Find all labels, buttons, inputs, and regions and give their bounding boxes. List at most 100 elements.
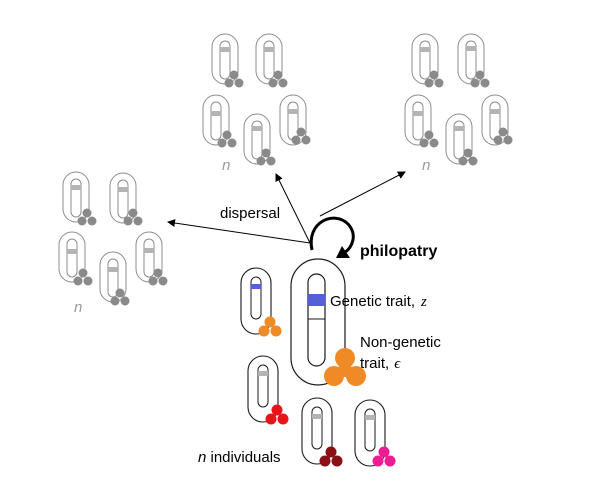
individual (58, 231, 93, 286)
individual-outline (109, 172, 137, 224)
philopatry-loop (309, 216, 355, 255)
chromosome (70, 178, 82, 218)
individual (135, 231, 168, 286)
chromosome (419, 40, 431, 80)
chromosome-band (144, 248, 154, 253)
chromosome-band (67, 249, 77, 254)
individual-outline (354, 399, 386, 467)
individual (243, 113, 276, 166)
nongenetic-trait-blob (324, 348, 366, 386)
chromosome-band (490, 109, 500, 114)
chromosome-band (466, 46, 476, 51)
genetic-trait-symbol: z (420, 294, 427, 310)
individual-outline (58, 231, 86, 283)
trait-blob (265, 404, 289, 425)
trait-blob (148, 268, 168, 286)
trait-blob (319, 446, 343, 467)
individual (481, 94, 513, 146)
individual-outline (202, 94, 230, 146)
individual (109, 172, 143, 226)
n-individuals-label: n individuals (198, 449, 281, 466)
arrow-to-left-patch (167, 219, 311, 244)
chromosome (210, 101, 222, 141)
patch-right: n (404, 33, 513, 174)
patch-n-label: n (222, 157, 230, 174)
individual (62, 171, 97, 226)
chromosome (412, 101, 424, 141)
genetic-trait-label: Genetic trait,z (330, 293, 427, 310)
chromosome (307, 273, 326, 367)
dispersal-arrows (167, 171, 406, 244)
trait-blob (77, 208, 97, 226)
trait-blob (73, 268, 93, 286)
patch-left: n (58, 171, 168, 316)
individual (354, 399, 396, 467)
chromosome (287, 101, 299, 141)
individual-outline (481, 94, 509, 146)
individual (301, 397, 343, 467)
chromosome (250, 276, 262, 320)
chromosome-band (420, 47, 430, 52)
individual (411, 33, 444, 88)
chromosome-band (258, 371, 268, 376)
chromosome-band (118, 187, 128, 192)
nongenetic-trait-label-line1: Non-genetic (360, 334, 441, 351)
trait-blob (256, 148, 276, 166)
trait-blob (123, 208, 143, 226)
chromosome-band (252, 126, 262, 131)
dispersal-label: dispersal (220, 205, 280, 222)
chromosome-band (454, 126, 464, 131)
individual (211, 33, 244, 88)
individual (457, 33, 490, 88)
patch-n-label: n (74, 299, 82, 316)
trait-blob (493, 127, 513, 145)
chromosome-band (220, 47, 230, 52)
chromosome-band (211, 111, 221, 116)
chromosome-band (312, 414, 322, 419)
chromosome-band (365, 415, 375, 420)
chromosome (219, 40, 231, 80)
trait-blob (217, 130, 237, 148)
individual (445, 113, 478, 166)
individual (247, 355, 289, 425)
chromosome-band (251, 284, 261, 289)
patch-focal: Genetic trait,z Non-genetic trait,ϵ (198, 258, 441, 467)
individual-outline (290, 258, 346, 386)
trait-blob (224, 70, 244, 88)
chromosome (311, 406, 323, 450)
genetic-trait-band (308, 294, 325, 306)
chromosome-band (264, 47, 274, 52)
individual (240, 267, 282, 337)
individual (99, 251, 130, 306)
chromosome (489, 101, 501, 141)
focal-individual (290, 258, 366, 386)
arrow-to-top-patch (275, 173, 311, 244)
individual (255, 33, 288, 88)
chromosome (143, 238, 155, 278)
chromosome (263, 40, 275, 80)
chromosome-band (71, 185, 81, 190)
individual-outline (404, 94, 432, 146)
patch-top: n (202, 33, 311, 174)
trait-blob (424, 70, 444, 88)
individual-outline (243, 113, 271, 165)
individual-outline (301, 397, 333, 465)
trait-blob (372, 446, 396, 467)
nongenetic-trait-label-line2: trait,ϵ (360, 355, 401, 372)
individual (202, 94, 237, 148)
individual (279, 94, 311, 146)
chromosome-band (108, 267, 118, 272)
trait-blob (458, 148, 478, 166)
chromosome (66, 238, 78, 278)
individual-outline (240, 267, 272, 335)
trait-blob (110, 288, 130, 306)
individual (404, 94, 439, 148)
philopatry-label: philopatry (360, 243, 437, 260)
n-individuals-n: n (198, 449, 206, 466)
trait-blob (268, 70, 288, 88)
philopatry-arrow (309, 216, 355, 258)
chromosome-band (413, 111, 423, 116)
patch-n-label: n (422, 157, 430, 174)
arrow-to-right-patch (319, 171, 406, 217)
